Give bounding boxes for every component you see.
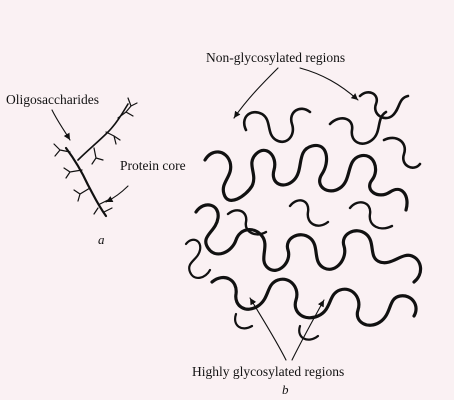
panel-b-structure [186,68,421,360]
panel-a-label: a [98,232,105,247]
panel-a-structure [52,98,137,216]
highly-glycosylated-arrow-left [250,298,286,360]
oligosaccharide-twig-mid [92,148,103,164]
protein-core-arrow [106,186,128,202]
protein-core-label: Protein core [120,158,186,173]
glycoprotein-chain-7 [186,240,318,340]
oligosaccharides-label: Oligosaccharides [6,92,99,107]
non-glycosylated-arrow-right [300,68,358,100]
glycoprotein-chain-4 [244,109,386,144]
non-glycosylated-arrow-left [234,68,278,118]
panel-b-label: b [282,382,289,397]
oligosaccharide-twig-left-3 [74,188,90,201]
protein-core-backbone [66,148,106,216]
non-glycosylated-label: Non-glycosylated regions [206,50,345,65]
glycoprotein-chain-1 [205,145,407,210]
oligosaccharide-chain-main [78,104,128,160]
highly-glycosylated-label: Highly glycosylated regions [192,364,344,379]
oligosaccharides-arrow [52,110,70,140]
oligosaccharide-twig-right [106,132,120,144]
